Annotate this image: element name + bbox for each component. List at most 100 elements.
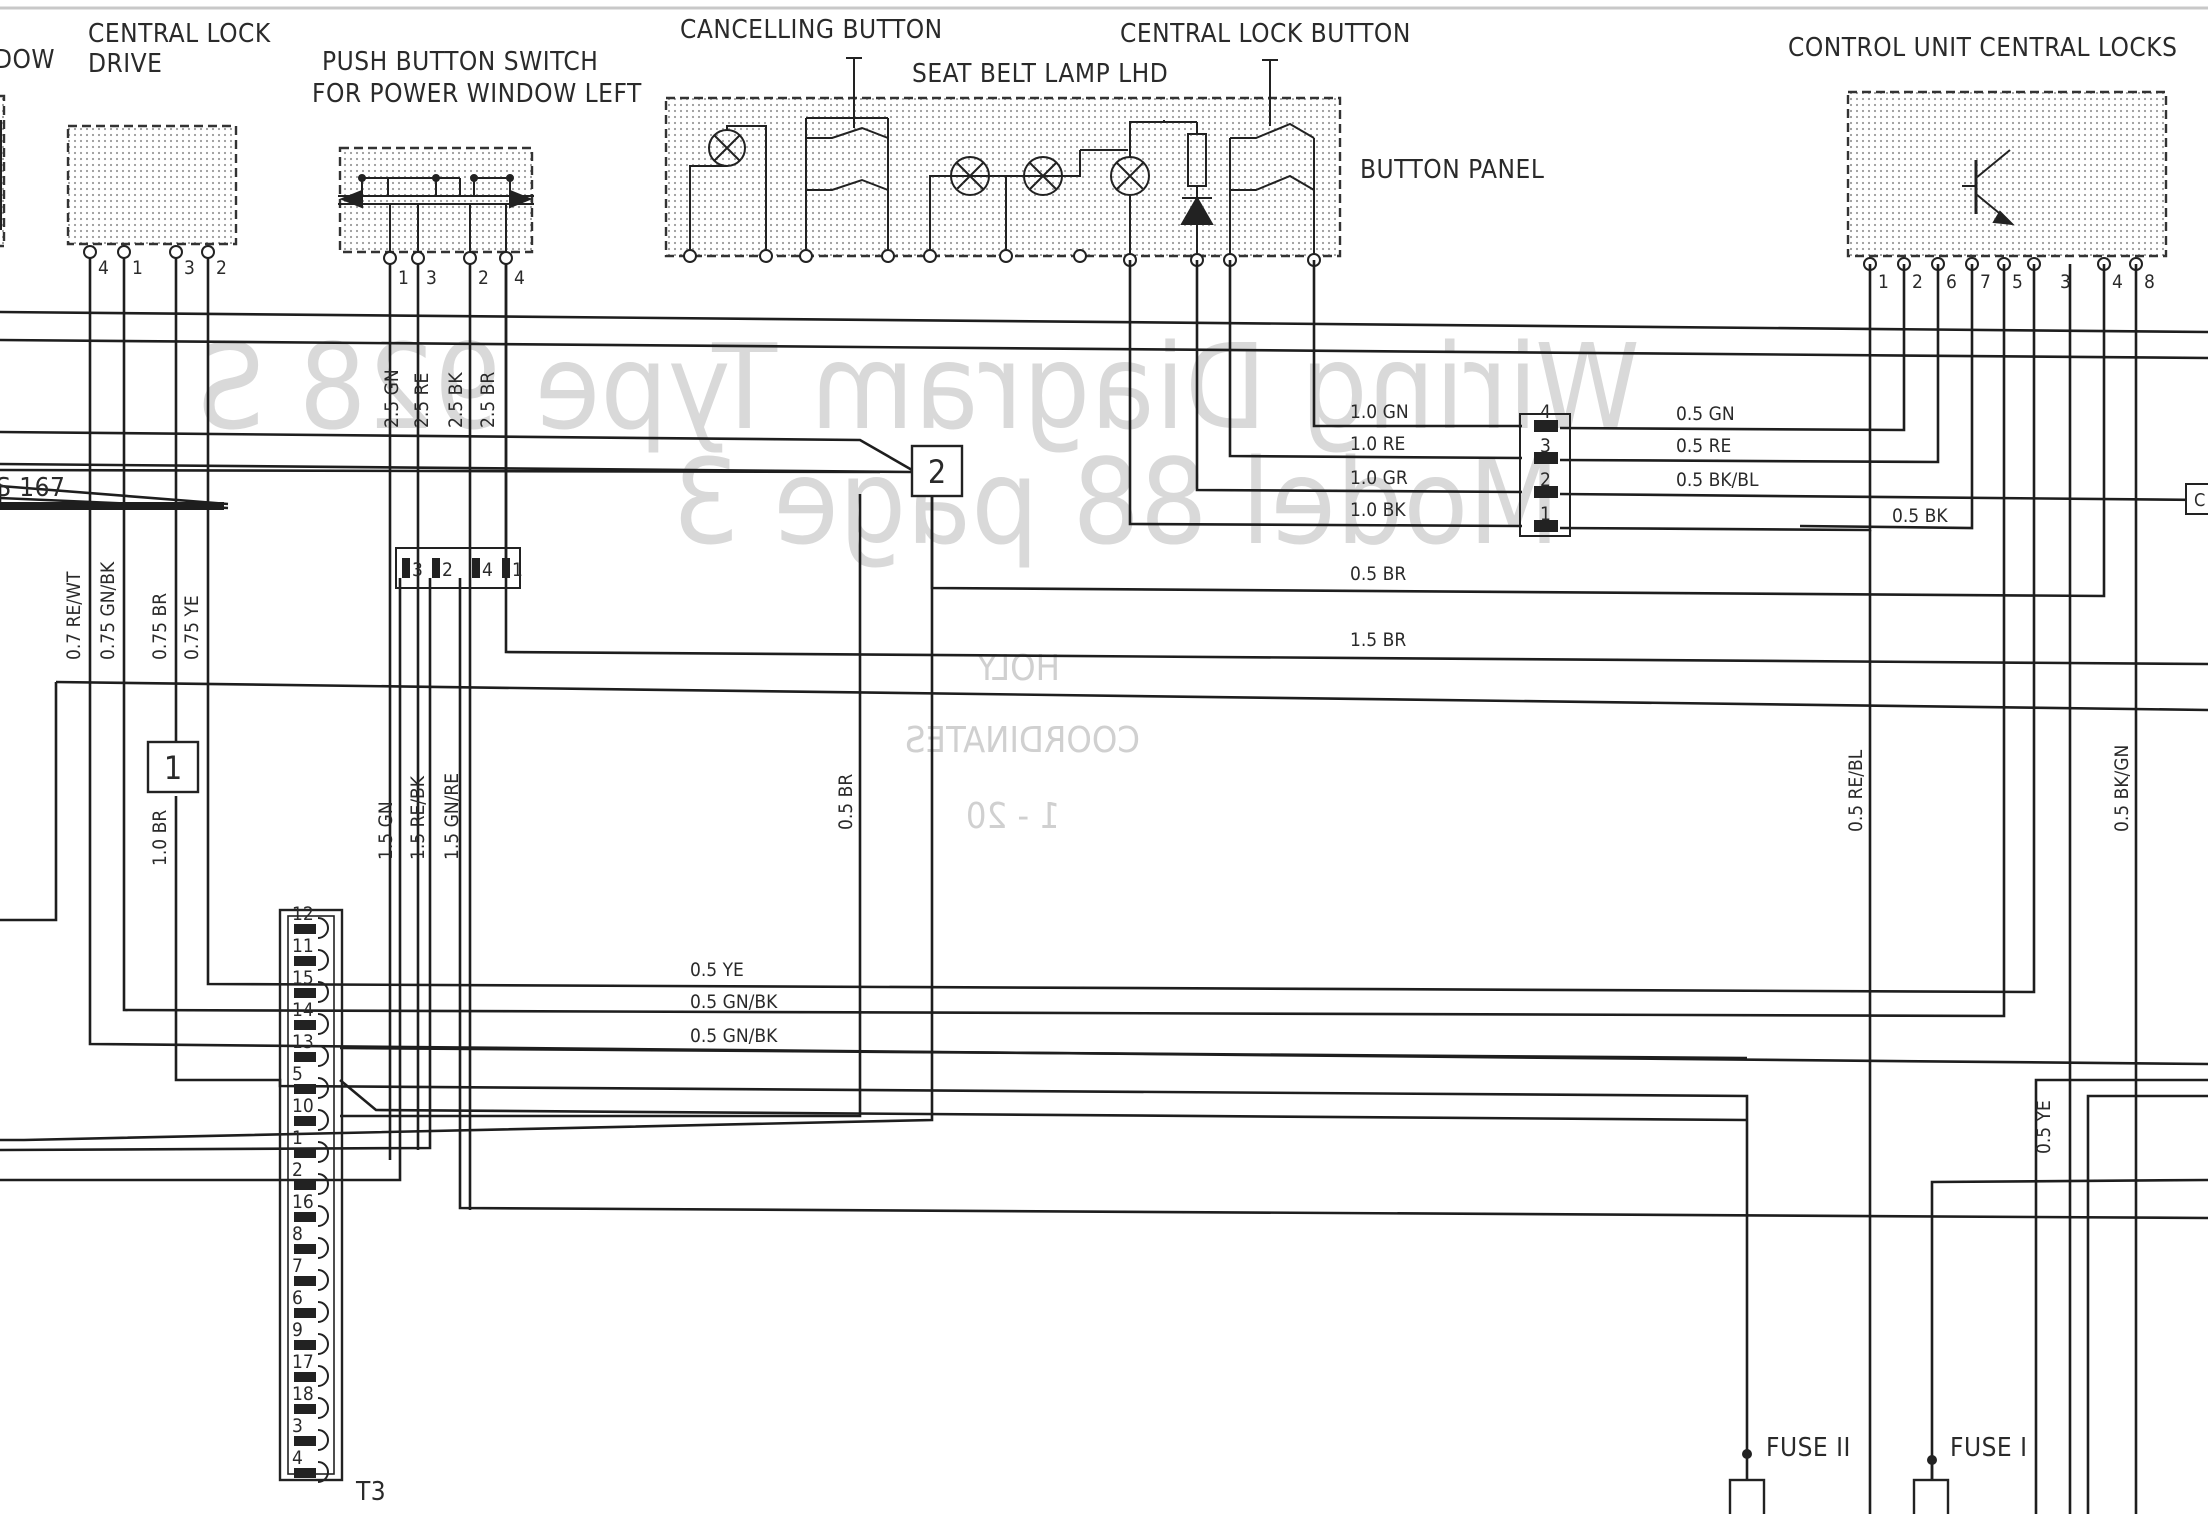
- wire-label-t-gnbk-2: 0.5 GN/BK: [690, 1025, 778, 1047]
- wire-label-br15: 1.5 BR: [1350, 629, 1406, 651]
- plug-pin-3: 3: [1540, 435, 1551, 457]
- wire-label-c-bk: 0.5 BK: [1892, 505, 1948, 527]
- central-lock-drive-label-2: DRIVE: [88, 49, 162, 79]
- t3-pin-label: 18: [292, 1383, 314, 1405]
- t3-terminal: [317, 1141, 329, 1163]
- wire-label-p-bk: 1.0 BK: [1350, 499, 1406, 521]
- junction-box-1: 1: [146, 740, 200, 794]
- cu-pin-6: 6: [1946, 271, 1957, 293]
- fuse-1: FUSE I: [1912, 1433, 2027, 1518]
- t3-terminal-contact: [294, 1468, 316, 1478]
- fuse-2: FUSE II: [1728, 1433, 1851, 1518]
- push-button-switch-label-1: PUSH BUTTON SWITCH: [322, 47, 598, 77]
- t3-pin-label: 10: [292, 1095, 314, 1117]
- t3-terminal: [317, 1013, 329, 1035]
- t3-terminal: [317, 1269, 329, 1291]
- t3-terminal: [317, 949, 329, 971]
- t3-pin-label: 16: [292, 1191, 314, 1213]
- plug-pin-4: 4: [1540, 401, 1551, 423]
- t3-terminal-contact: [294, 988, 316, 998]
- cu-pin-3: 3: [2060, 271, 2071, 293]
- junction-2-label: 2: [928, 453, 946, 491]
- t3-pin-label: 8: [292, 1223, 303, 1245]
- wire-label-c-gn: 0.5 GN: [1676, 403, 1735, 425]
- push-button-switch-box: [338, 146, 534, 254]
- wire-label-p-gn: 1.0 GN: [1350, 401, 1409, 423]
- central-lock-drive-label-1: CENTRAL LOCK: [88, 19, 271, 49]
- button-panel-label: BUTTON PANEL: [1360, 155, 1544, 185]
- t3-pin-label: 11: [292, 935, 314, 957]
- switch-plug-pin-2: 2: [442, 559, 453, 581]
- fuse-2-label: FUSE II: [1766, 1433, 1851, 1463]
- switch-plug-pin-1: 1: [512, 559, 523, 581]
- cu-pin-4: 4: [2112, 271, 2123, 293]
- t3-terminal-contact: [294, 1052, 316, 1062]
- t3-terminal: [317, 1397, 329, 1419]
- wire-label-c-re: 0.5 RE: [1676, 435, 1731, 457]
- push-button-switch-label-2: FOR POWER WINDOW LEFT: [312, 79, 642, 109]
- switch-pin-1: 1: [398, 267, 409, 289]
- wire-label-v-gnre: 1.5 GN/RE: [441, 773, 463, 860]
- plug-pin-1: 1: [1540, 503, 1551, 525]
- watermark: Wiring Diagram Type 928 S Model 88 page …: [198, 318, 1640, 837]
- watermark-line-2: Model 88 page 3: [672, 433, 1560, 571]
- control-unit-box: [1846, 90, 2168, 258]
- cu-pin-5: 5: [2012, 271, 2023, 293]
- t3-terminal: [317, 1333, 329, 1355]
- wire-label-v-gn: 1.5 GN: [375, 801, 397, 860]
- watermark-line-1: Wiring Diagram Type 928 S: [198, 318, 1640, 456]
- switch-plug-pin-4: 4: [482, 559, 493, 581]
- t3-terminal: [317, 1077, 329, 1099]
- t3-terminal-contact: [294, 1308, 316, 1318]
- t3-terminal-contact: [294, 956, 316, 966]
- switch-plug: 3 2 4 1: [395, 547, 523, 589]
- wire-label-t-gnbk-1: 0.5 GN/BK: [690, 991, 778, 1013]
- t3-pin-label: 4: [292, 1447, 303, 1469]
- t3-pin-label: 5: [292, 1063, 303, 1085]
- junction-box-2: 2: [910, 444, 964, 498]
- junction-1-label: 1: [164, 749, 182, 787]
- drive-pin-4: 4: [98, 257, 109, 279]
- switch-pin-2: 2: [478, 267, 489, 289]
- wire-label-v-bkgn: 0.5 BK/GN: [2111, 745, 2133, 832]
- watermark-line-5: 1 - 20: [966, 796, 1060, 837]
- t3-terminal-contact: [294, 1180, 316, 1190]
- t3-terminal: [317, 981, 329, 1003]
- t3-pin-label: 15: [292, 967, 314, 989]
- wire-label-p-re: 1.0 RE: [1350, 433, 1405, 455]
- cu-pin-7: 7: [1980, 271, 1991, 293]
- t3-terminal: [317, 1429, 329, 1451]
- switch-pins: 1 3 2 4: [383, 251, 525, 289]
- transistor-symbol: [1962, 149, 2015, 226]
- wire-label-p-gr: 1.0 GR: [1350, 467, 1408, 489]
- t3-terminal-contact: [294, 924, 316, 934]
- wire-label-t-ye: 0.5 YE: [690, 959, 744, 981]
- t3-terminal: [317, 1237, 329, 1259]
- switch-plug-pin-3: 3: [412, 559, 423, 581]
- t3-terminal-contact: [294, 1436, 316, 1446]
- t3-pin-label: 1: [292, 1127, 303, 1149]
- wire-label-sw-br: 2.5 BR: [477, 372, 499, 428]
- wire-label-d-rewt: 0.7 RE/WT: [63, 571, 85, 660]
- wire-label-sw-bk: 2.5 BK: [445, 372, 467, 428]
- button-panel-internals: [689, 57, 1315, 256]
- seat-belt-lamp-label: SEAT BELT LAMP LHD: [912, 59, 1168, 89]
- wire-label-v-rebl: 0.5 RE/BL: [1845, 749, 1867, 832]
- t3-terminal: [317, 1205, 329, 1227]
- drive-pin-1: 1: [132, 257, 143, 279]
- control-unit-pins: 1 2 6 7 5 3 4 8: [1863, 257, 2155, 293]
- t3-pin-label: 7: [292, 1255, 303, 1277]
- cu-pin-1: 1: [1878, 271, 1889, 293]
- t3-terminal-contact: [294, 1116, 316, 1126]
- wire-label-v-br05: 0.5 BR: [835, 774, 857, 830]
- t3-pin-label: 6: [292, 1287, 303, 1309]
- wire-label-d-gnbk: 0.75 GN/BK: [97, 561, 119, 660]
- cu-pin-2: 2: [1912, 271, 1923, 293]
- wire-label-v-rebk: 1.5 RE/BK: [407, 775, 429, 860]
- t3-terminal-contact: [294, 1244, 316, 1254]
- edge-box-label: C: [2194, 490, 2205, 511]
- switch-pin-3: 3: [426, 267, 437, 289]
- t3-terminal-contact: [294, 1340, 316, 1350]
